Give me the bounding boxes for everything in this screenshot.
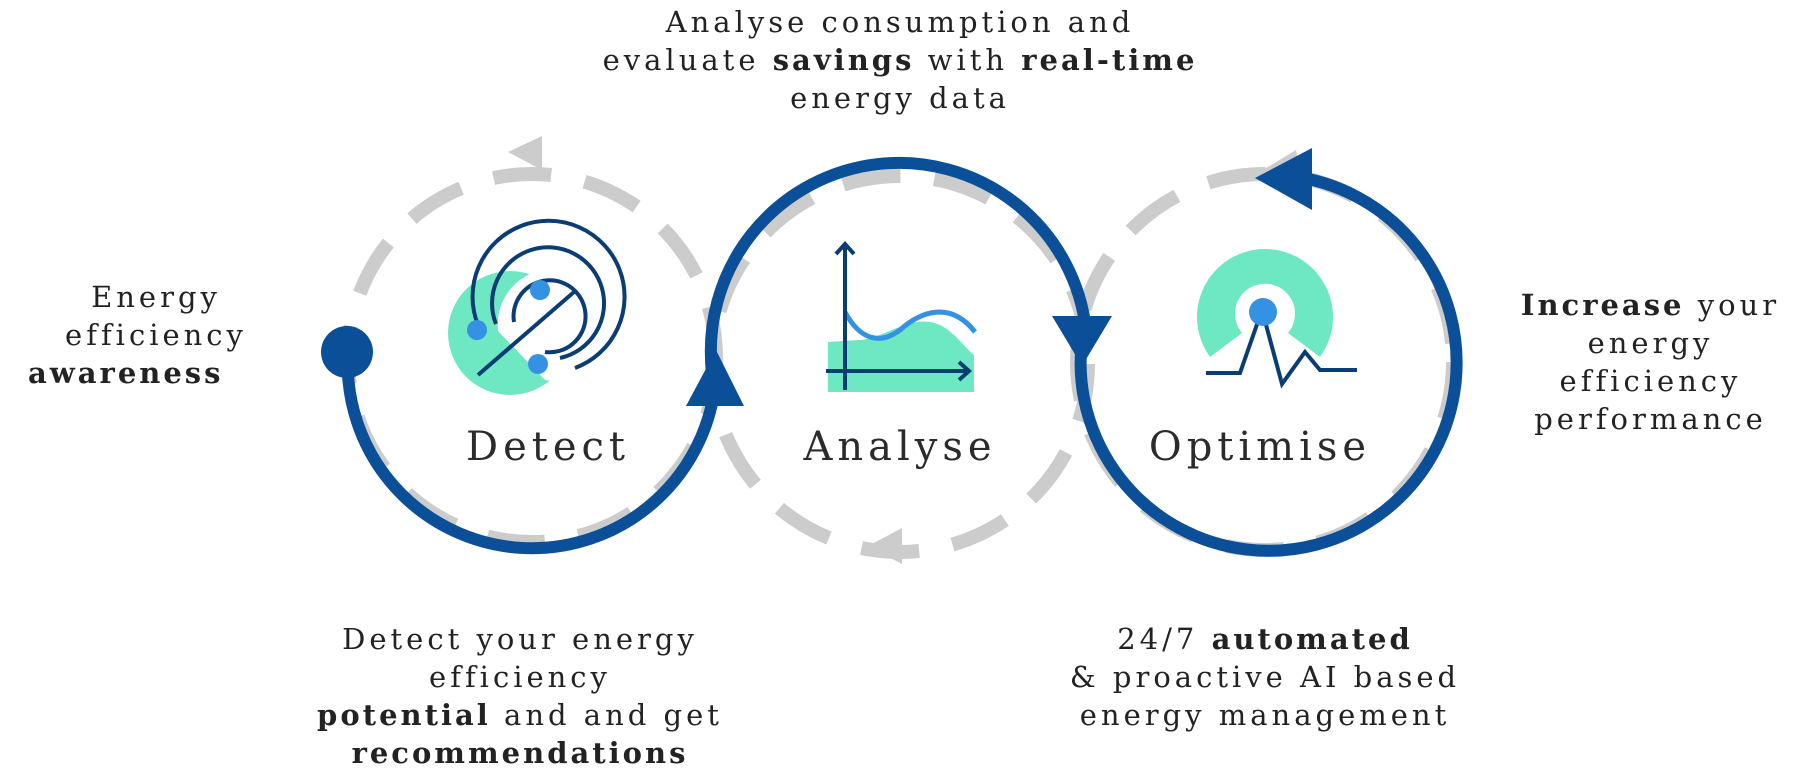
caption-increase-line3: performance bbox=[1534, 402, 1767, 436]
blue-arrow-left bbox=[1255, 148, 1312, 210]
caption-analyse-line2: evaluate savings with real-time bbox=[602, 43, 1198, 77]
stage-label-optimise: Optimise bbox=[1148, 424, 1372, 470]
line-chart-icon bbox=[826, 241, 977, 392]
cycle-diagram bbox=[321, 136, 1463, 564]
caption-increase-line1: Increase your bbox=[1520, 288, 1781, 322]
blue-arrow-up bbox=[686, 350, 744, 406]
caption-awareness: Energy efficiency awareness bbox=[0, 278, 312, 392]
blue-path-detect bbox=[341, 353, 722, 555]
caption-increase: Increase your energy efficiency performa… bbox=[1500, 286, 1801, 438]
caption-detect-line3: recommendations bbox=[351, 736, 689, 770]
grey-arrow-top-left bbox=[508, 136, 542, 170]
blue-path-analyse bbox=[704, 156, 1092, 373]
caption-optimise-line1: 24/7 automated bbox=[1117, 622, 1413, 656]
caption-analyse-line3: energy data bbox=[790, 81, 1010, 115]
blue-arrow-down bbox=[1052, 316, 1112, 366]
start-dot bbox=[321, 326, 373, 378]
gauge-pulse-icon bbox=[1197, 249, 1357, 389]
caption-detect-line1: Detect your energy efficiency bbox=[342, 622, 698, 694]
caption-increase-line2: energy efficiency bbox=[1559, 326, 1742, 398]
caption-analyse: Analyse consumption and evaluate savings… bbox=[560, 3, 1240, 117]
caption-analyse-line1: Analyse consumption and bbox=[665, 5, 1135, 39]
grey-arrow-bottom-middle bbox=[868, 528, 902, 564]
radar-icon bbox=[448, 218, 627, 395]
caption-optimise-line3: energy management bbox=[1079, 698, 1451, 732]
caption-detect: Detect your energy efficiency potential … bbox=[250, 620, 790, 772]
caption-detect-line2: potential and and get bbox=[317, 698, 723, 732]
caption-optimise: 24/7 automated & proactive AI based ener… bbox=[1050, 620, 1480, 734]
stage-label-analyse: Analyse bbox=[803, 424, 997, 470]
blue-path-optimise bbox=[1074, 170, 1463, 557]
stage-label-detect: Detect bbox=[466, 424, 630, 470]
caption-awareness-line2: awareness bbox=[28, 356, 224, 390]
caption-awareness-line1: Energy efficiency bbox=[65, 280, 247, 352]
caption-optimise-line2: & proactive AI based bbox=[1069, 660, 1461, 694]
